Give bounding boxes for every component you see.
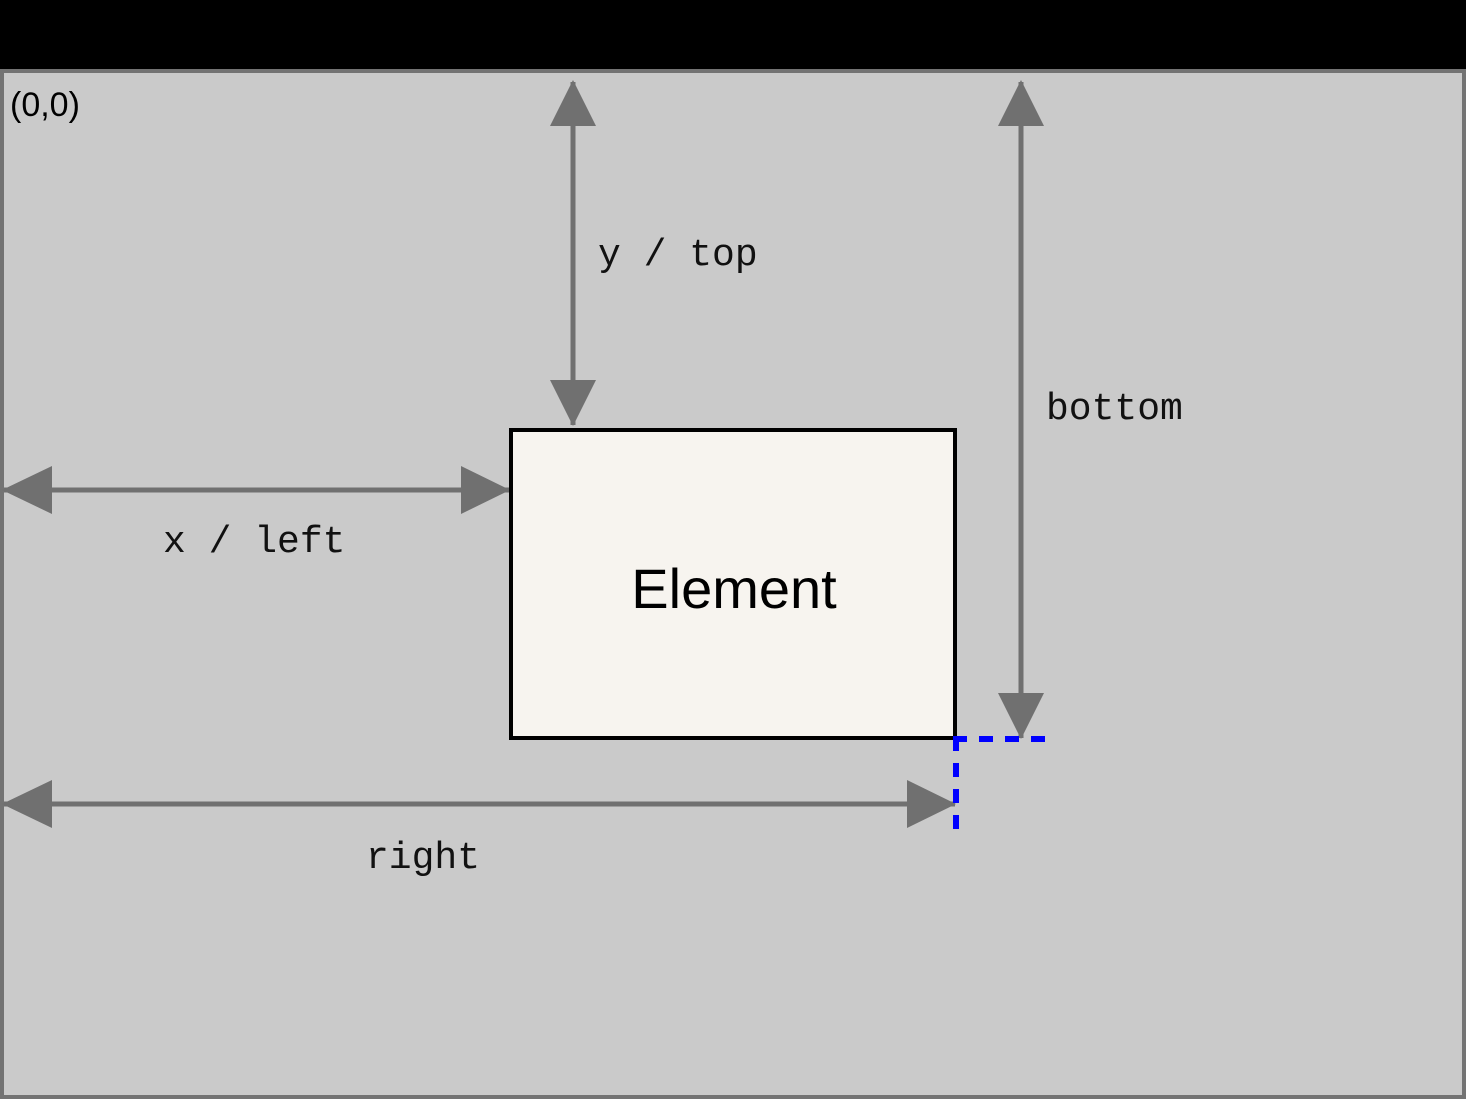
measure-bottom-arrowhead-down <box>998 693 1044 739</box>
measure-right: right <box>2 780 956 880</box>
measure-bottom-arrowhead-up <box>998 80 1044 126</box>
measure-y-top-label: y / top <box>598 234 758 277</box>
measure-right-arrowhead-right <box>907 780 956 828</box>
element-box-rect[interactable] <box>509 428 957 740</box>
measure-bottom-label: bottom <box>1046 388 1183 431</box>
measure-x-left-arrowhead-left <box>2 466 52 514</box>
measure-bottom: bottom <box>998 80 1183 739</box>
measure-right-label: right <box>366 837 480 880</box>
measure-right-arrowhead-left <box>2 780 52 828</box>
guide-lines <box>953 736 1057 841</box>
measure-x-left: x / left <box>2 466 510 564</box>
origin-label: (0,0) <box>10 86 80 124</box>
measure-y-top-arrowhead-down <box>550 380 596 426</box>
measure-x-left-label: x / left <box>163 521 345 564</box>
measure-y-top: y / top <box>550 80 758 426</box>
element-box-label: Element <box>631 557 837 620</box>
measure-x-left-arrowhead-right <box>461 466 510 514</box>
measure-y-top-arrowhead-up <box>550 80 596 126</box>
black-top-bar <box>0 0 1466 69</box>
element-box[interactable]: Element <box>509 428 957 740</box>
